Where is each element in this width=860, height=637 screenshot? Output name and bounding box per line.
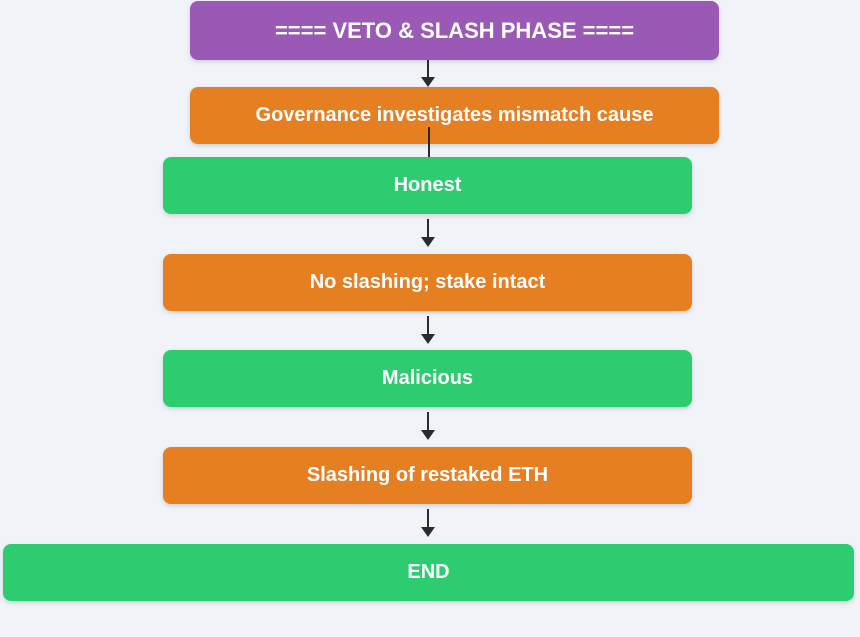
arrow-connector	[421, 316, 435, 344]
arrow-head-icon	[421, 527, 435, 537]
node-label: No slashing; stake intact	[309, 271, 546, 293]
node-label: Honest	[393, 174, 462, 196]
no-slashing-node: No slashing; stake intact	[163, 254, 692, 311]
arrow-head-icon	[421, 334, 435, 344]
veto-slash-phase-node: ==== VETO & SLASH PHASE ====	[190, 1, 719, 60]
node-label: Governance investigates mismatch cause	[255, 104, 654, 126]
arrow-connector	[421, 509, 435, 537]
end-node: END	[3, 544, 854, 601]
node-label: Slashing of restaked ETH	[306, 464, 549, 486]
arrow-head-icon	[421, 430, 435, 440]
arrow-head-icon	[421, 77, 435, 87]
slashing-node: Slashing of restaked ETH	[163, 447, 692, 504]
connector-line	[428, 127, 430, 157]
node-label: END	[407, 561, 450, 583]
node-label: ==== VETO & SLASH PHASE ====	[274, 17, 635, 43]
node-label: Malicious	[381, 367, 474, 389]
malicious-node: Malicious	[163, 350, 692, 407]
honest-node: Honest	[163, 157, 692, 214]
governance-investigates-node: Governance investigates mismatch cause	[190, 87, 719, 144]
arrow-connector	[421, 219, 435, 247]
arrow-connector	[421, 412, 435, 440]
arrow-head-icon	[421, 237, 435, 247]
arrow-connector	[421, 60, 435, 87]
